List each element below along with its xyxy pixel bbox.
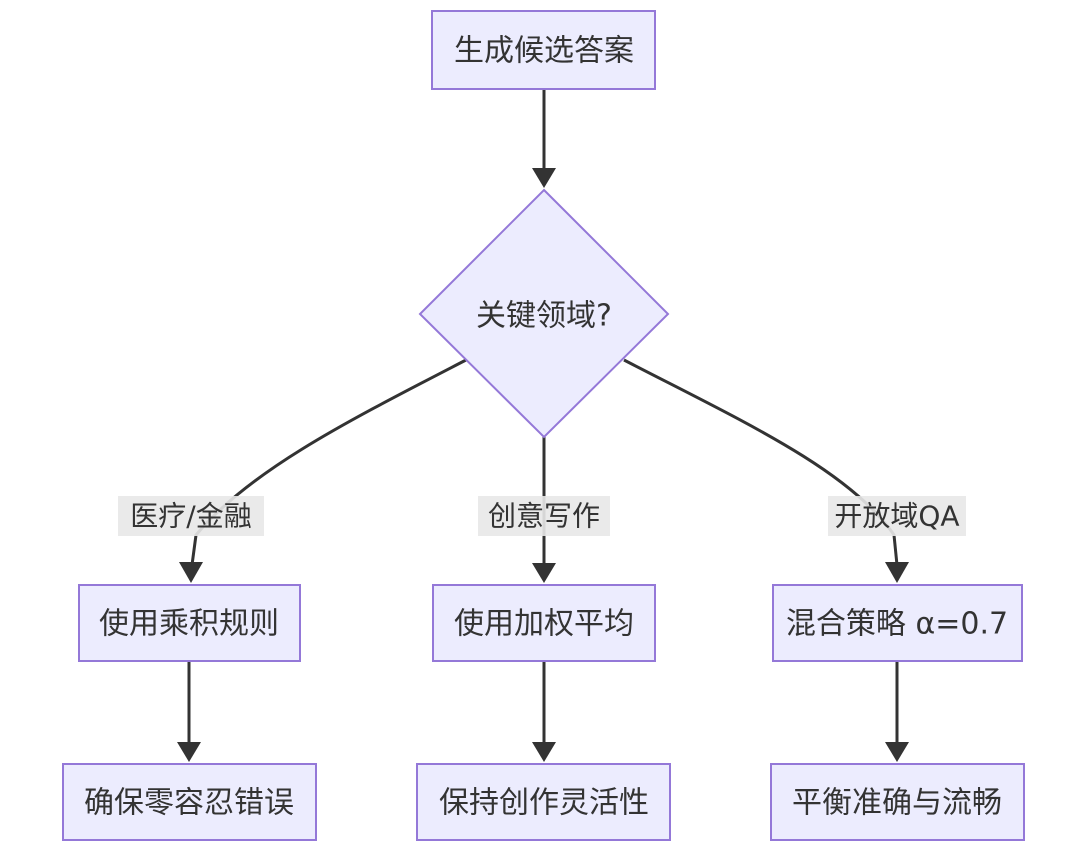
- edge-label-creative-writing: 创意写作: [478, 496, 610, 536]
- node-zero-error: 确保零容忍错误: [62, 763, 317, 841]
- edge-label-medical-finance: 医疗/金融: [118, 496, 264, 536]
- node-decision-critical-domain: 关键领域?: [418, 188, 670, 439]
- node-product-rule-text: 使用乘积规则: [99, 607, 279, 642]
- node-generate-candidates-text: 生成候选答案: [454, 34, 634, 69]
- node-flexibility: 保持创作灵活性: [416, 763, 671, 841]
- node-generate-candidates: 生成候选答案: [431, 10, 656, 90]
- edge-decision-to-mixed: [623, 358, 909, 583]
- edge-product-rule-to-zero-error: [177, 661, 201, 762]
- edge-generate-to-decision: [532, 90, 556, 188]
- node-weighted-average-text: 使用加权平均: [454, 607, 634, 642]
- node-product-rule: 使用乘积规则: [78, 584, 301, 662]
- node-mixed-strategy-text: 混合策略 α=0.7: [786, 607, 1008, 642]
- node-zero-error-text: 确保零容忍错误: [84, 786, 294, 821]
- edge-label-open-qa: 开放域QA: [828, 496, 966, 536]
- edge-label-open-qa-text: 开放域QA: [834, 500, 959, 533]
- edge-weighted-average-to-flexibility: [532, 661, 556, 762]
- edge-label-creative-writing-text: 创意写作: [488, 500, 600, 533]
- edge-mixed-to-balance: [885, 661, 909, 762]
- node-balance-text: 平衡准确与流畅: [792, 786, 1002, 821]
- node-weighted-average: 使用加权平均: [432, 584, 656, 662]
- node-decision-critical-domain-text: 关键领域?: [476, 299, 612, 334]
- edge-decision-to-product-rule: [179, 358, 467, 583]
- node-flexibility-text: 保持创作灵活性: [439, 786, 649, 821]
- edge-label-medical-finance-text: 医疗/金融: [130, 500, 251, 533]
- node-mixed-strategy: 混合策略 α=0.7: [772, 584, 1023, 662]
- node-balance: 平衡准确与流畅: [770, 763, 1025, 841]
